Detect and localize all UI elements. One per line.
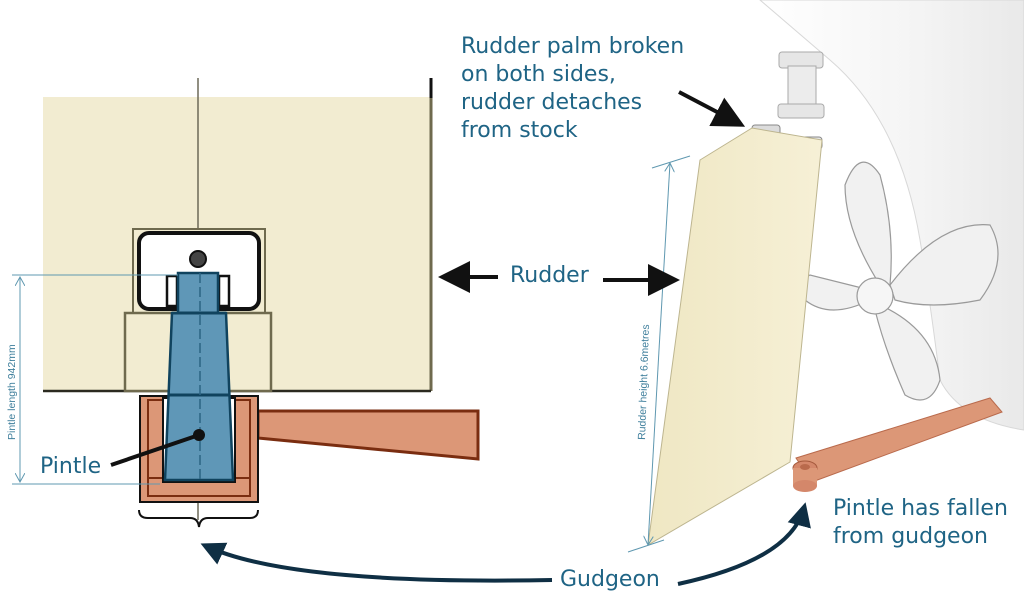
rudder-height-dimension bbox=[658, 163, 670, 351]
gudgeon-label: Gudgeon bbox=[560, 567, 660, 592]
gudgeon-brace bbox=[138, 509, 259, 528]
gudgeon-arrow-left bbox=[200, 542, 553, 583]
gudgeon-arrow-right bbox=[677, 502, 811, 586]
palm-note-line: rudder detaches bbox=[461, 90, 643, 115]
pintle-length-label: Pintle length 942mm bbox=[6, 344, 18, 440]
rudder-stock bbox=[777, 51, 825, 119]
propeller bbox=[798, 161, 999, 401]
palm-broken-note: Rudder palm broken on both sides, rudder… bbox=[461, 33, 684, 145]
palm-arrow bbox=[678, 90, 746, 127]
left-cross-section: Pintle length 942mm bbox=[6, 78, 480, 528]
pintle-fallen-line: Pintle has fallen bbox=[833, 496, 1008, 521]
gudgeon-arm-3d bbox=[795, 397, 1003, 483]
stock-bolt bbox=[189, 250, 207, 268]
pintle-fallen-note: Pintle has fallen from gudgeon bbox=[833, 495, 1008, 551]
palm-note-line: on both sides, bbox=[461, 62, 616, 87]
pintle-leader bbox=[110, 434, 197, 467]
pintle-label: Pintle bbox=[40, 454, 102, 479]
rudder-blade-3d bbox=[647, 127, 823, 546]
right-3d-view: Rudder height 6.6metres bbox=[627, 0, 1024, 553]
rudder-height-label: Rudder height 6.6metres bbox=[636, 324, 652, 440]
palm-note-line: Rudder palm broken bbox=[461, 34, 685, 59]
pintle-fallen-line: from gudgeon bbox=[833, 524, 988, 549]
gudgeon-arm-section bbox=[256, 409, 480, 461]
palm-note-line: from stock bbox=[461, 118, 578, 143]
rudder-label: Rudder bbox=[510, 263, 589, 288]
